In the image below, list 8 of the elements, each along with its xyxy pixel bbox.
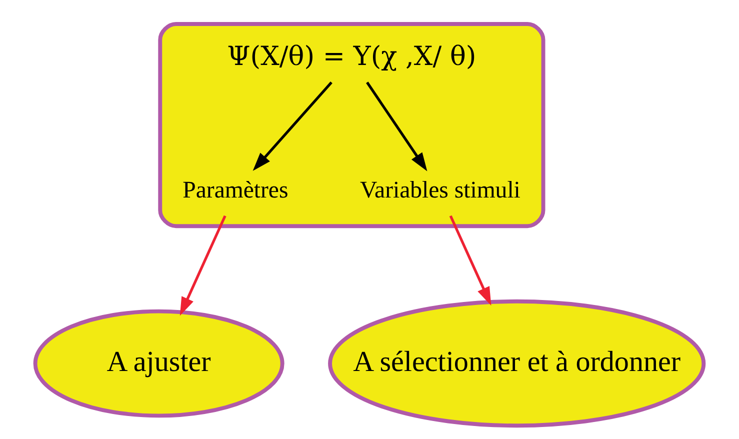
node-ellipse: A sélectionner et à ordonner [328, 299, 706, 428]
node-text: Ψ(X/θ) = Y(χ ,X/ θ) [227, 40, 476, 72]
arrow [366, 82, 428, 172]
node-ellipse: A ajuster [33, 309, 284, 418]
node-text: Variables stimuli [360, 178, 520, 204]
node-text: Paramètres [182, 178, 288, 204]
cluster [158, 22, 546, 228]
arrow [252, 82, 332, 171]
